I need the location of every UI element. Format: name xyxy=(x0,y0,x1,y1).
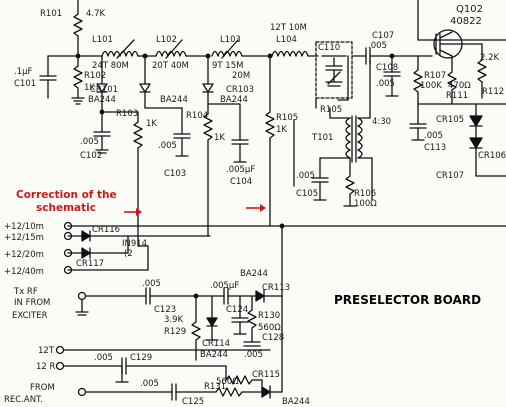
label-cr101-value: BA244 xyxy=(88,95,116,105)
label-r129-value: 3.9K xyxy=(164,315,184,325)
label-c105-value: .005 xyxy=(296,171,315,181)
label-r102: R102 xyxy=(84,71,106,81)
label-c125-value: .005 xyxy=(140,379,159,389)
label-q102-part: 40822 xyxy=(450,16,482,27)
label-c104: C104 xyxy=(230,177,252,187)
label-c110: C110 xyxy=(318,43,340,53)
label-c104-value: .005µF xyxy=(226,165,255,175)
label-c108-value: .005 xyxy=(376,79,395,89)
label-cr114: CR114 xyxy=(202,339,230,349)
label-r107: R107 xyxy=(424,71,446,81)
label-r112-value: 2.2K xyxy=(480,53,500,63)
label-t101-ratio: 4:30 xyxy=(372,117,391,127)
label-c102: C102 xyxy=(80,151,102,161)
label-cr106: CR106 xyxy=(478,151,506,161)
label-c105: C105 xyxy=(296,189,318,199)
label-r105: R105 xyxy=(276,113,298,123)
label-r106-value: 100Ω xyxy=(354,199,377,209)
label-l101: L101 xyxy=(92,35,113,45)
label-cr101: CR101 xyxy=(90,85,118,95)
correction-note-line1: Correction of the xyxy=(16,189,117,201)
input-label-40m: +12/40m xyxy=(4,267,44,277)
label-r102-value: 1K xyxy=(84,83,95,93)
label-cr116: CR116 xyxy=(92,225,120,235)
label-r107-value: 100K xyxy=(420,81,442,91)
input-label-15m: +12/15m xyxy=(4,233,44,243)
label-ba244-low: BA244 xyxy=(282,397,310,407)
label-r129: R129 xyxy=(164,327,186,337)
label-12r: 12 R xyxy=(36,362,56,372)
label-c124: C124 xyxy=(226,305,248,315)
label-cr107: CR107 xyxy=(436,171,464,181)
from-label-line1: FROM xyxy=(30,383,55,393)
label-l101-value: 24T 80M xyxy=(92,61,129,71)
correction-note-line2: schematic xyxy=(36,202,96,214)
label-cr115: CR115 xyxy=(252,370,280,380)
label-cr105: CR105 xyxy=(436,115,464,125)
label-c103-value: .005 xyxy=(158,141,177,151)
label-c128: C128 xyxy=(262,333,284,343)
label-c125: C125 xyxy=(182,397,204,407)
label-c129: C129 xyxy=(130,353,152,363)
label-r106: R106 xyxy=(354,189,376,199)
label-c124-value: .005µF xyxy=(210,281,239,291)
label-c108: C108 xyxy=(376,63,398,73)
label-l103: L103 xyxy=(220,35,241,45)
label-r104-value: 1K xyxy=(214,133,225,143)
label-12t: 12T xyxy=(38,346,55,356)
label-c101: C101 xyxy=(14,79,36,89)
label-cr102-value: BA244 xyxy=(160,95,188,105)
label-l103-value2: 20M xyxy=(232,71,250,81)
label-r112: R112 xyxy=(482,87,504,97)
label-c107: C107 xyxy=(372,31,394,41)
from-label-line2: REC.ANT. xyxy=(4,395,43,405)
label-ba244-top: BA244 xyxy=(240,269,268,279)
label-c102-value: .005 xyxy=(80,137,99,147)
label-cr103: CR103 xyxy=(226,85,254,95)
label-c123-value: .005 xyxy=(142,279,161,289)
label-l102-value: 20T 40M xyxy=(152,61,189,71)
label-ba244-mid: BA244 xyxy=(200,350,228,360)
label-r130: R130 xyxy=(258,311,280,321)
label-in914: IN914 xyxy=(122,239,147,249)
label-cr103-value: BA244 xyxy=(220,95,248,105)
label-in914-note: (2 xyxy=(124,249,133,259)
label-l103-value: 9T 15M xyxy=(212,61,243,71)
label-r103-value: 1K xyxy=(146,119,157,129)
label-r103: R103 xyxy=(116,109,138,119)
label-c113: C113 xyxy=(424,143,446,153)
label-cr113: CR113 xyxy=(262,283,290,293)
board-title: PRESELECTOR BOARD xyxy=(334,293,481,307)
label-r111-value: 470Ω xyxy=(448,81,471,91)
tx-rf-label-line3: EXCITER xyxy=(12,311,48,321)
label-r101-value: 4.7K xyxy=(86,9,106,19)
label-c101-value: .1µF xyxy=(14,67,33,77)
label-l104: L104 xyxy=(276,35,297,45)
label-r131-value: 560Ω xyxy=(216,377,239,387)
label-cr117: CR117 xyxy=(76,259,104,269)
label-c107-value: .005 xyxy=(368,41,387,51)
label-t101: T101 xyxy=(311,133,333,143)
label-c005b: .005 xyxy=(244,350,263,360)
label-c113-value: .005 xyxy=(424,131,443,141)
label-c129-value: .005 xyxy=(94,353,113,363)
tx-rf-label-line1: Tx RF xyxy=(13,287,38,297)
tx-rf-label-line2: IN FROM xyxy=(14,298,50,308)
label-r131: R131 xyxy=(204,382,226,392)
label-c123: C123 xyxy=(154,305,176,315)
label-r105b: R105 xyxy=(320,105,342,115)
input-label-20m: +12/20m xyxy=(4,250,44,260)
input-label-10m: +12/10m xyxy=(4,222,44,232)
label-l104-value: 12T 10M xyxy=(270,23,307,33)
label-c103: C103 xyxy=(164,169,186,179)
label-r101: R101 xyxy=(40,9,62,19)
label-r104: R104 xyxy=(186,111,208,121)
label-r111: R111 xyxy=(446,91,468,101)
label-l102: L102 xyxy=(156,35,177,45)
label-r130-value: 560Ω xyxy=(258,323,281,333)
label-q102: Q102 xyxy=(456,4,483,15)
label-r105-value: 1K xyxy=(276,125,287,135)
